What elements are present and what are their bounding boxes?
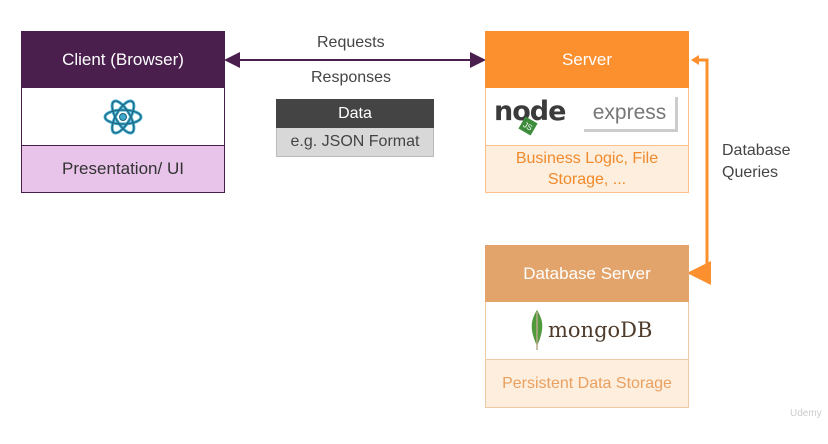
client-title: Client (Browser) [21,31,225,88]
server-logos-area: node JS express [485,88,689,146]
data-box-subtitle: e.g. JSON Format [276,128,434,157]
server-footer: Business Logic, File Storage, ... [485,146,689,193]
mongodb-leaf-icon [531,310,543,350]
server-db-arrow-head-top [691,55,699,65]
database-title: Database Server [485,245,689,302]
server-db-arrow [687,58,711,285]
data-box-title: Data [276,99,434,128]
client-footer: Presentation/ UI [21,146,225,193]
server-title: Server [485,31,689,88]
database-queries-label: Database Queries [722,142,791,181]
requests-label: Requests [317,34,385,51]
mongodb-logo-text: mongoDB [548,318,653,342]
react-logo-icon [103,99,143,134]
client-logo-area [21,88,225,146]
database-logo-area: mongoDB [485,302,689,360]
database-footer: Persistent Data Storage [485,360,689,408]
responses-label: Responses [311,69,392,86]
express-logo-icon: express [584,97,678,132]
watermark: Udemy [790,408,822,419]
